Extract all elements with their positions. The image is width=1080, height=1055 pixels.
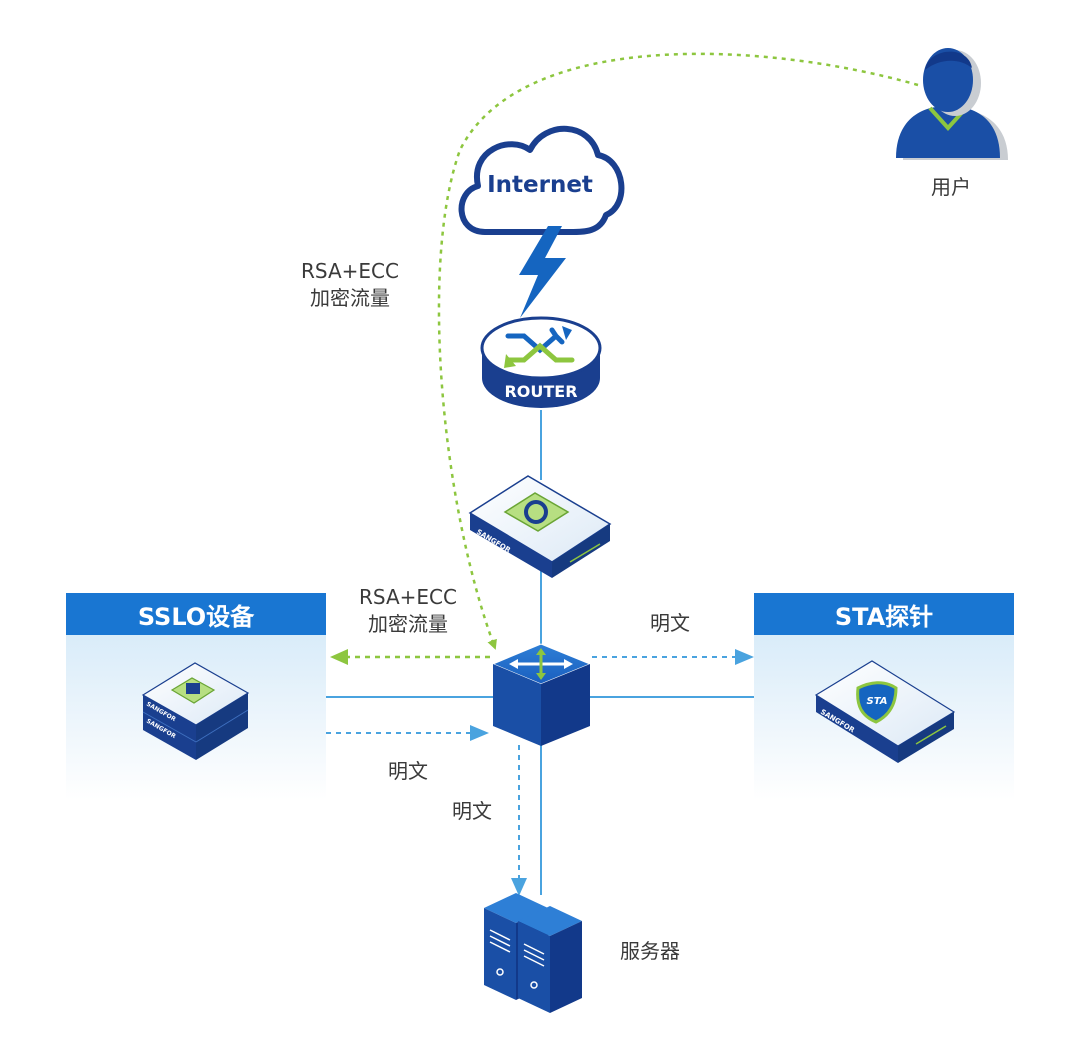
link-lines	[326, 410, 754, 895]
server-label: 服务器	[620, 939, 680, 963]
sslo-device: SANGFOR SANGFOR	[141, 662, 250, 760]
firewall-device: SANGFOR	[468, 475, 612, 578]
sta-shield-icon	[856, 681, 898, 724]
plain-label-sta: 明文	[650, 611, 690, 635]
user-icon	[896, 48, 1008, 160]
router-icon: ROUTER	[480, 316, 602, 408]
sta-device: STA SANGFOR	[814, 660, 956, 763]
switch-arrows-icon	[512, 650, 570, 678]
plain-arrow-sta	[735, 649, 754, 665]
plain-arrow-sslo	[470, 725, 489, 741]
encrypted-label-top-line1: RSA+ECC	[301, 259, 399, 283]
sslo-chip-icon	[186, 683, 200, 694]
lightning-icon	[519, 226, 566, 318]
plain-label-server: 明文	[452, 799, 492, 823]
sslo-panel-title: SSLO设备	[66, 593, 326, 635]
encrypted-label-mid-line2: 加密流量	[368, 612, 448, 636]
user-label: 用户	[931, 175, 971, 199]
server-icon	[484, 893, 582, 1013]
router-label: ROUTER	[504, 382, 577, 401]
encrypted-label-top-line2: 加密流量	[310, 286, 390, 310]
firewall-logo-icon	[524, 500, 548, 524]
plain-label-sslo: 明文	[388, 759, 428, 783]
encrypted-label-top: RSA+ECC 加密流量	[290, 258, 410, 312]
sta-badge-label: STA	[867, 696, 888, 707]
encrypted-label-mid-line1: RSA+ECC	[359, 585, 457, 609]
sta-panel-title: STA探针	[754, 593, 1014, 635]
internet-label: Internet	[487, 172, 593, 198]
encrypted-label-mid: RSA+ECC 加密流量	[348, 584, 468, 638]
sslo-panel: SSLO设备	[66, 593, 326, 800]
core-switch	[491, 643, 592, 746]
plain-arrow-server	[511, 878, 527, 896]
internet-cloud: Internet	[458, 125, 625, 235]
encrypted-arrow-sslo	[330, 649, 348, 665]
